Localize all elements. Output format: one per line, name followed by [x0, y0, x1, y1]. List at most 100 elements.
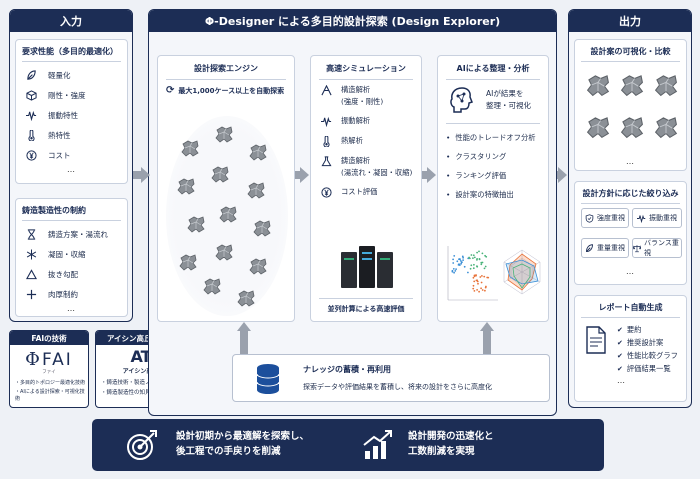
ai-item: 設計案の特徴抽出 — [446, 185, 548, 204]
ai-lead-row: AIが結果を 整理・可視化 — [438, 85, 548, 115]
filter-more: … — [626, 267, 635, 276]
scatter-point — [484, 265, 487, 268]
simulation-icon-wrap — [317, 116, 335, 127]
filter-button-1[interactable]: 振動重視 — [632, 208, 682, 228]
simulation-text: 熱解析 — [341, 136, 363, 146]
ai-panel: AIによる整理・分析 AIが結果を 整理・可視化 性能のトレードオフ分析クラスタ… — [437, 55, 549, 322]
scatter-point — [481, 252, 484, 255]
aisin-item-2: ・鋳造製造性の知見 — [101, 390, 151, 396]
report-title: レポート自動生成 — [598, 303, 663, 312]
scatter-point — [476, 289, 478, 291]
design-part-icon — [176, 176, 196, 196]
casting-icon-wrap — [22, 289, 40, 300]
simulation-sub: (湯流れ・凝固・収縮) — [341, 168, 413, 177]
simulation-item: 鋳造解析(湯流れ・凝固・収縮) — [317, 156, 421, 178]
fai-logo: Φ FAI — [10, 349, 88, 370]
snowflake-icon — [26, 248, 36, 260]
bottom-message-2: 設計開発の迅速化と 工数削減を実現 — [408, 431, 494, 458]
scatter-point — [459, 260, 462, 262]
scatter-point — [470, 264, 473, 267]
growth-chart-icon — [363, 430, 392, 459]
filter-button-0[interactable]: 強度重視 — [581, 208, 629, 228]
requirements-list: 軽量化剛性・強度振動特性熱特性コスト — [22, 65, 121, 165]
ai-lead: AIが結果を 整理・可視化 — [486, 89, 531, 110]
aisin-item-1: ・鋳造技術・製造ノウハウ — [101, 380, 168, 386]
report-item: 評価結果一覧 — [617, 362, 678, 375]
scatter-point — [461, 261, 463, 264]
visualization-more: … — [626, 157, 635, 166]
wave-icon — [637, 214, 646, 223]
arrow-head-sim — [427, 167, 436, 183]
design-part-icon — [653, 72, 679, 98]
simulation-label: 構造解析 — [341, 85, 371, 94]
arrow-up-engine-shaft — [240, 331, 248, 354]
casting-item: 抜き勾配 — [22, 264, 121, 284]
refresh-icon: ⟳ — [166, 85, 175, 96]
output-title: 出力 — [619, 15, 641, 28]
design-part-icon — [210, 164, 230, 184]
filter-button-label: 重量重視 — [597, 244, 625, 252]
scatter-point — [485, 285, 487, 288]
casting-label: 凝固・収縮 — [48, 249, 86, 259]
arrow-up-engine — [237, 322, 251, 331]
simulation-label: 熱解析 — [341, 136, 363, 145]
scatter-point — [472, 287, 475, 290]
scatter-point — [453, 271, 455, 274]
visualization-title: 設計案の可視化・比較 — [590, 47, 671, 56]
scatter-point — [478, 250, 480, 253]
fai-item-2: ・AIによる設計探索・可視化技術 — [15, 389, 85, 402]
filter-button-label: 振動重視 — [649, 214, 677, 222]
knowledge-text: 探索データや評価結果を蓄積し、将来の設計をさらに高度化 — [303, 383, 492, 391]
fai-item-1: ・多目的トポロジー最適化技術 — [15, 380, 86, 386]
casting-icon-wrap — [22, 228, 40, 240]
filter-button-3[interactable]: バランス重視 — [632, 238, 682, 258]
requirement-item: コスト — [22, 145, 121, 165]
arrow-engine-to-sim — [295, 171, 301, 179]
plus-icon — [26, 289, 36, 299]
scatter-point — [463, 265, 466, 268]
simulation-label: 振動解析 — [341, 116, 371, 125]
report-item: 要約 — [617, 323, 678, 336]
scatter-point — [473, 280, 476, 283]
casting-item: 凝固・収縮 — [22, 244, 121, 264]
scatter-point — [472, 267, 475, 270]
scatter-point — [472, 276, 475, 279]
scatter-point — [453, 255, 456, 257]
scatter-point — [472, 254, 475, 257]
scatter-point — [480, 287, 482, 290]
scatter-point — [452, 262, 455, 264]
arrow-up-ai-shaft — [483, 331, 491, 354]
simulation-item: 振動解析 — [317, 116, 421, 127]
simulation-text: コスト評価 — [341, 187, 377, 197]
report-item: 性能比較グラフ — [617, 349, 678, 362]
casting-icon-wrap — [22, 248, 40, 260]
yen-icon — [320, 187, 332, 198]
target-icon — [127, 430, 157, 460]
scatter-point — [462, 259, 464, 261]
scatter-point — [461, 255, 464, 258]
requirement-label: 振動特性 — [48, 110, 78, 120]
simulation-text: 構造解析(強度・剛性) — [341, 85, 383, 107]
ai-brain-icon — [450, 87, 473, 113]
knowledge-title: ナレッジの蓄積・再利用 — [303, 365, 391, 374]
scatter-point — [483, 267, 486, 270]
scatter-point — [476, 258, 478, 260]
scatter-point — [455, 268, 457, 270]
design-part-icon — [252, 218, 272, 238]
ai-item: 性能のトレードオフ分析 — [446, 128, 548, 147]
design-part-icon — [214, 242, 234, 262]
scatter-point — [479, 276, 482, 278]
filter-button-2[interactable]: 重量重視 — [581, 238, 629, 258]
casting-item: 鋳造方案・湯流れ — [22, 224, 121, 244]
design-part-icon — [236, 288, 256, 308]
engine-note-row: ⟳ 最大1,000ケース以上を自動探索 — [158, 85, 294, 96]
scatter-point — [452, 258, 454, 261]
simulation-icon-wrap — [317, 156, 335, 167]
engine-title: 設計探索エンジン — [194, 64, 258, 73]
ai-item: ランキング評価 — [446, 166, 548, 185]
simulation-item: 熱解析 — [317, 136, 421, 147]
shield-icon — [585, 213, 594, 223]
visualization-panel: 設計案の可視化・比較 … — [574, 39, 687, 171]
arrow-sim-to-ai — [422, 171, 428, 179]
structure-icon — [320, 85, 332, 96]
